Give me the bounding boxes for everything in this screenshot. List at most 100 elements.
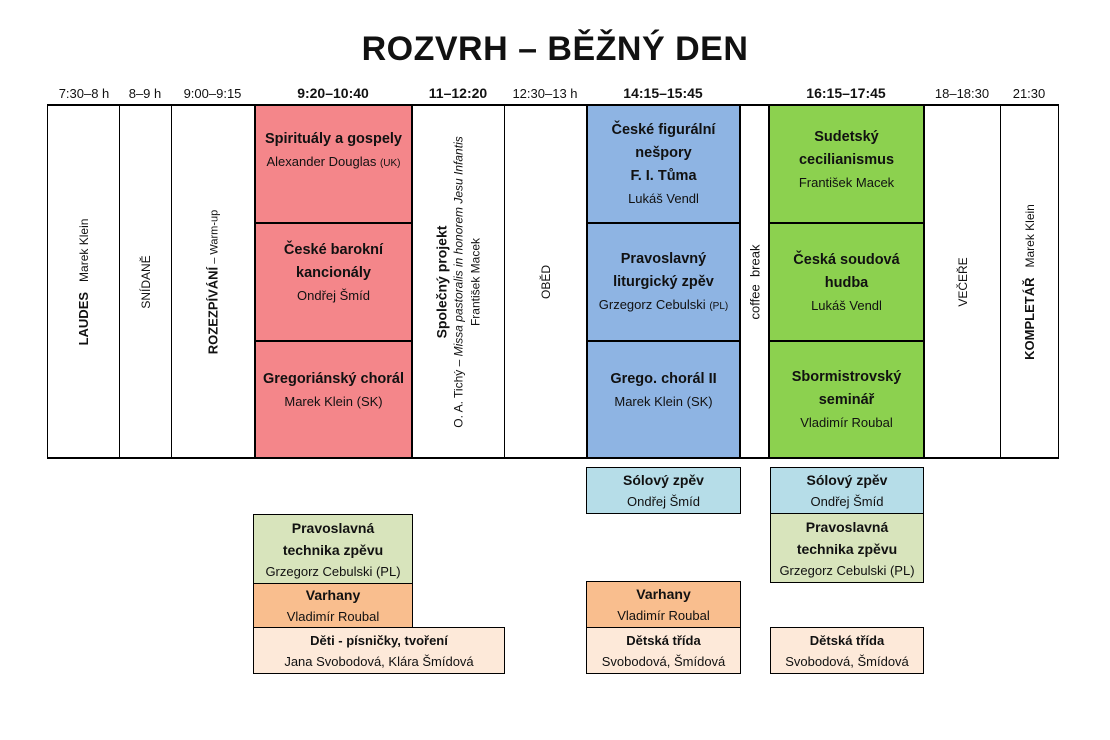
laudes-label: LAUDES Marek Klein [75,218,93,345]
compline-title: KOMPLETÁŘ [1021,277,1037,360]
workshop-title: Pravoslavná [291,519,375,536]
lunch-label: OBĚD [538,264,553,299]
project-title: Společný projekt [433,225,449,338]
leader-country: (UK) [379,158,401,169]
session-leader: Marek Klein (SK) [614,393,713,409]
session-title: Spirituály a gospely [265,131,402,147]
workshop-title: Děti - písničky, tvoření [310,632,448,648]
lunch-column: OBĚD [504,104,587,459]
session-baroque: České barokní kancionály Ondřej Šmíd [254,222,413,342]
time-header: 8–9 h [128,86,162,101]
session-leader: Lukáš Vendl [628,191,699,206]
session-title: kancionály [296,264,371,281]
workshop-title: Sólový zpěv [623,471,704,488]
workshop-title: Pravoslavná [805,518,889,535]
session-leader: Ondřej Šmíd [297,287,370,303]
compline-leader: Marek Klein [1022,203,1037,267]
session-leader: Vladimír Roubal [800,415,893,430]
workshop-title: Varhany [636,585,691,602]
time-header: 11–12:20 [428,85,488,101]
workshop-leader: Vladimír Roubal [286,608,380,624]
session-leader: František Macek [798,174,895,190]
time-header: 9:20–10:40 [297,85,369,101]
coffee-break-label: coffee break [747,244,762,319]
session-folk-music: Česká soudová hudba Lukáš Vendl [768,222,925,342]
warmup-label: ROZEZPÍVÁNÍ – Warm-up [206,209,221,353]
session-gregorian-2: Grego. chorál II Marek Klein (SK) [586,340,741,459]
project-composer: O. A. Tichý – [451,355,465,428]
session-title: Sbormistrovský [791,369,902,385]
workshop-title: Dětská třída [809,632,885,648]
session-title: Gregoriánský chorál [262,370,405,387]
workshop-solo-singing: Sólový zpěv Ondřej Šmíd [770,467,924,514]
warmup-sub: – Warm-up [208,209,221,267]
page-title: ROZVRH – BĚŽNÝ DEN [361,30,749,68]
workshop-leader: Vladimír Roubal [617,607,710,623]
breakfast-label: SNÍDANĚ [138,254,153,309]
session-title: cecilianismus [798,151,895,168]
workshop-leader: Ondřej Šmíd [627,493,700,509]
time-header: 7:30–8 h [58,86,110,101]
session-title: České figurální [611,122,716,138]
leader-name: Alexander Douglas [266,154,377,169]
workshop-leader: Grzegorz Cebulski (PL) [779,562,915,578]
table-top-rule [47,104,1059,106]
workshop-title: technika zpěvu [796,540,898,557]
joint-project-label: Společný projekt O. A. Tichý – Missa pas… [433,136,484,427]
session-gregorian: Gregoriánský chorál Marek Klein (SK) [254,340,413,459]
session-title: Grego. chorál II [610,370,717,387]
session-leader: Alexander Douglas (UK) [266,151,400,174]
session-title: České barokní [283,241,384,258]
session-title: Česká soudová [793,251,900,268]
session-title: F. I. Tůma [630,168,697,184]
project-work: Missa pastoralis in honorem Jesu Infanti… [451,135,465,356]
workshop-leader: Svobodová, Šmídová [601,653,726,669]
time-header: 18–18:30 [934,86,990,101]
session-leader: Grzegorz Cebulski (PL) [599,294,728,317]
session-leader: Marek Klein (SK) [284,393,383,409]
time-header: 12:30–13 h [512,86,578,101]
session-cecilianism: Sudetský cecilianismus František Macek [768,104,925,224]
laudes-title: LAUDES [75,291,91,345]
workshop-leader: Svobodová, Šmídová [785,653,909,669]
warmup-title: ROZEZPÍVÁNÍ [205,266,221,354]
time-header: 16:15–17:45 [806,85,886,101]
workshop-children-class: Dětská třída Svobodová, Šmídová [770,627,924,674]
session-title: nešpory [635,145,692,161]
session-title: Sudetský [814,128,879,145]
session-conducting: Sbormistrovský seminář Vladimír Roubal [768,340,925,459]
session-orthodox-liturgy: Pravoslavný liturgický zpěv Grzegorz Ceb… [586,222,741,342]
leader-country: (PL) [709,300,729,312]
laudes-column: LAUDES Marek Klein [47,104,120,459]
time-header: 14:15–15:45 [623,85,703,101]
session-vespers: České figurální nešpory F. I. Tůma Lukáš… [586,104,741,224]
workshop-orthodox-technique: Pravoslavná technika zpěvu Grzegorz Cebu… [253,514,413,584]
workshop-title: Dětská třída [626,632,701,648]
workshop-title: Sólový zpěv [806,471,888,488]
workshop-children-class: Dětská třída Svobodová, Šmídová [586,627,741,674]
coffee-break-column: coffee break [740,104,769,459]
project-leader: František Macek [468,237,482,326]
session-title: seminář [818,392,875,408]
session-title: liturgický zpěv [613,273,714,290]
workshop-leader: Jana Svobodová, Klára Šmídová [284,653,474,669]
session-leader: Lukáš Vendl [811,297,882,313]
laudes-leader: Marek Klein [76,218,91,282]
session-title: Pravoslavný [620,250,707,267]
workshop-organ: Varhany Vladimír Roubal [586,581,741,628]
workshop-children: Děti - písničky, tvoření Jana Svobodová,… [253,627,505,674]
dinner-column: VEČEŘE [924,104,1001,459]
workshop-orthodox-technique: Pravoslavná technika zpěvu Grzegorz Cebu… [770,513,924,583]
time-header: 21:30 [1012,86,1046,101]
warmup-column: ROZEZPÍVÁNÍ – Warm-up [171,104,255,459]
session-spirituals: Spirituály a gospely Alexander Douglas (… [254,104,413,224]
workshop-leader: Grzegorz Cebulski (PL) [265,563,401,579]
workshop-title: technika zpěvu [282,541,384,558]
workshop-solo-singing: Sólový zpěv Ondřej Šmíd [586,467,741,514]
compline-column: KOMPLETÁŘ Marek Klein [1000,104,1059,459]
joint-project-column: Společný projekt O. A. Tichý – Missa pas… [412,104,505,459]
time-header: 9:00–9:15 [183,86,242,101]
session-title: hudba [824,274,869,291]
workshop-organ: Varhany Vladimír Roubal [253,583,413,628]
dinner-label: VEČEŘE [955,256,970,307]
